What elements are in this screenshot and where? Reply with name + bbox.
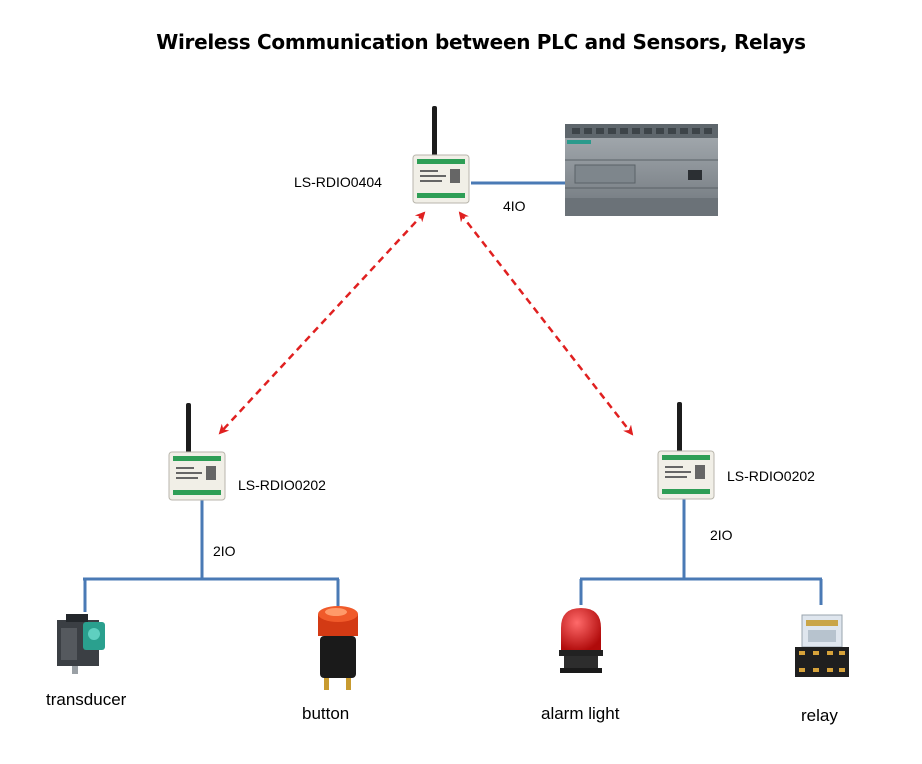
- right-link-label: 2IO: [710, 527, 733, 543]
- master-link-label: 4IO: [503, 198, 526, 214]
- left-rdio-module: [168, 403, 226, 501]
- right-rdio-module: [657, 402, 715, 500]
- relay-label: relay: [801, 706, 838, 725]
- master-rdio-module: [412, 106, 470, 204]
- wires: [83, 181, 823, 612]
- antenna-icon: [677, 402, 682, 460]
- wireless-link-left: [218, 211, 426, 435]
- master-module-label: LS-RDIO0404: [294, 174, 382, 190]
- antenna-icon: [186, 403, 191, 461]
- left-module-label: LS-RDIO0202: [238, 477, 326, 493]
- right-module-label: LS-RDIO0202: [727, 468, 815, 484]
- button-label: button: [302, 704, 350, 723]
- button-icon: [318, 606, 358, 690]
- alarm-light-label: alarm light: [541, 704, 620, 723]
- relay-icon: [795, 614, 849, 677]
- antenna-icon: [432, 106, 437, 164]
- transducer-icon: [57, 614, 105, 674]
- diagram-title: Wireless Communication between PLC and S…: [156, 30, 806, 54]
- alarm-light-icon: [559, 608, 603, 673]
- wireless-links: [218, 211, 634, 436]
- left-link-label: 2IO: [213, 543, 236, 559]
- transducer-label: transducer: [46, 690, 127, 709]
- plc-icon: [565, 124, 718, 216]
- wireless-link-right: [458, 211, 634, 436]
